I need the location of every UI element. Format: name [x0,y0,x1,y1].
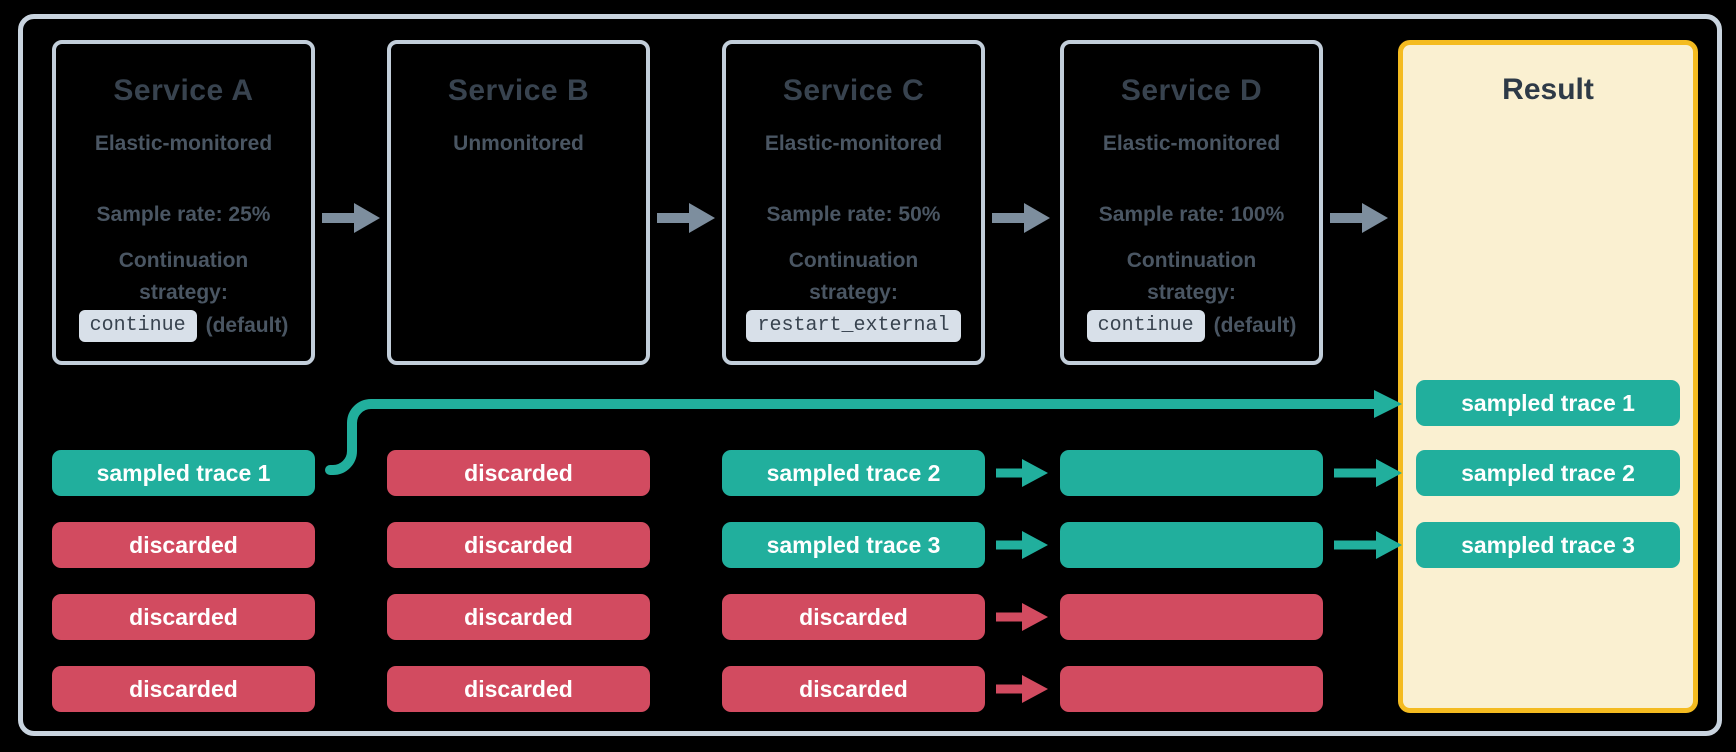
continuation-label-line1: Continuation [118,249,249,272]
trace-bar-d-3 [1060,594,1323,640]
monitoring-label: Elastic-monitored [764,132,943,155]
trace-bar-d-2 [1060,522,1323,568]
continuation-label-line1: Continuation [788,249,919,272]
monitoring-label: Elastic-monitored [94,132,273,155]
result-bar-1: sampled trace 1 [1416,380,1680,426]
service-title: Service D [1120,74,1263,107]
trace-bar-d-1 [1060,450,1323,496]
strategy-code-badge: restart_external [746,310,961,342]
diagram-frame [18,14,1722,736]
continuation-label-line2: strategy: [809,281,898,304]
trace-bar-b-3: discarded [387,594,650,640]
trace-bar-b-1: discarded [387,450,650,496]
sample-rate-label: Sample rate: 25% [96,203,271,226]
strategy-row: continue (default) [1064,309,1319,343]
service-box-c: Service C Elastic-monitored Sample rate:… [722,40,985,365]
trace-bar-a-2: discarded [52,522,315,568]
service-title: Service A [113,74,254,107]
monitoring-label: Unmonitored [453,132,584,155]
result-box: Result [1398,40,1698,713]
result-title: Result [1502,73,1594,106]
trace-bar-b-2: discarded [387,522,650,568]
strategy-row: continue (default) [56,309,311,343]
result-bar-3: sampled trace 3 [1416,522,1680,568]
trace-bar-c-3: discarded [722,594,985,640]
monitoring-label: Elastic-monitored [1102,132,1281,155]
service-box-a: Service A Elastic-monitored Sample rate:… [52,40,315,365]
sample-rate-label: Sample rate: 100% [1098,203,1285,226]
service-title: Service B [447,74,590,107]
trace-bar-a-4: discarded [52,666,315,712]
strategy-default-note: (default) [1213,314,1297,337]
service-box-b: Service B Unmonitored [387,40,650,365]
sample-rate-label: Sample rate: 50% [766,203,941,226]
service-box-d: Service D Elastic-monitored Sample rate:… [1060,40,1323,365]
strategy-default-note: (default) [205,314,289,337]
strategy-row: restart_external [726,309,981,343]
result-bar-2: sampled trace 2 [1416,450,1680,496]
strategy-code-badge: continue [78,310,197,342]
trace-bar-b-4: discarded [387,666,650,712]
trace-bar-c-1: sampled trace 2 [722,450,985,496]
continuation-label-line2: strategy: [1147,281,1236,304]
trace-bar-d-4 [1060,666,1323,712]
trace-bar-a-1: sampled trace 1 [52,450,315,496]
continuation-label-line1: Continuation [1126,249,1257,272]
service-title: Service C [782,74,925,107]
trace-bar-a-3: discarded [52,594,315,640]
trace-bar-c-2: sampled trace 3 [722,522,985,568]
strategy-code-badge: continue [1086,310,1205,342]
continuation-label-line2: strategy: [139,281,228,304]
trace-bar-c-4: discarded [722,666,985,712]
